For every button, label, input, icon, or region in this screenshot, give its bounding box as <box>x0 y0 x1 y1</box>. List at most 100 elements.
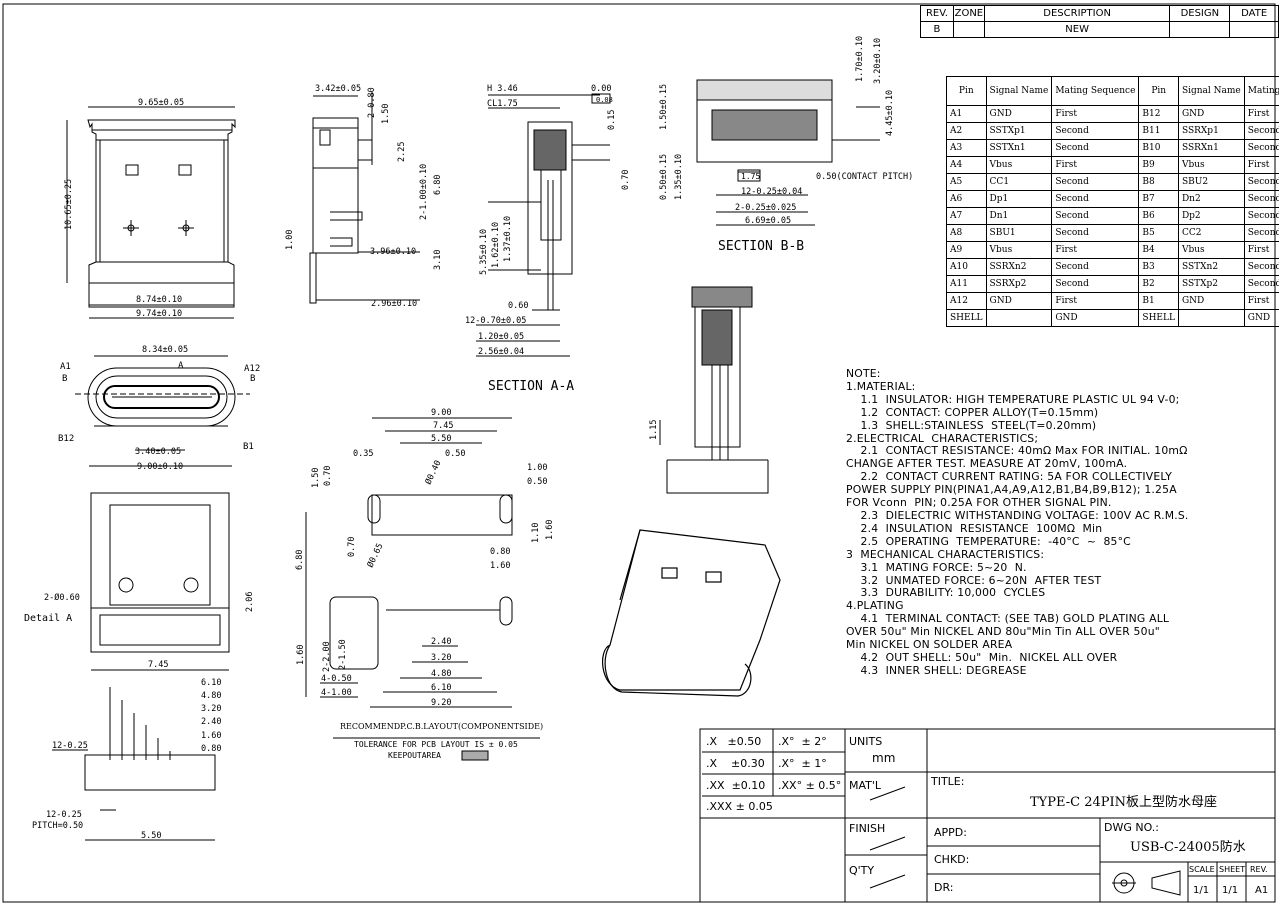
dim-aa-137: 1.37±0.10 <box>503 216 513 262</box>
tol-row-2: .X ±0.30 <box>706 757 765 770</box>
note-line: POWER SUPPLY PIN(PINA1,A4,A9,A12,B1,B4,B… <box>846 483 1177 497</box>
notes-block: NOTE:1.MATERIAL: 1.1 INSULATOR: HIGH TEM… <box>846 367 1191 678</box>
note-line: 3.1 MATING FORCE: 5~20 N. <box>846 560 1027 574</box>
tol-ang-2: .X° ± 1° <box>778 757 827 770</box>
dim-bb-170: 1.70±0.10 <box>855 36 865 82</box>
note-line: 3.2 UNMATED FORCE: 6~20N AFTER TEST <box>846 573 1102 587</box>
dim-pin-12025: 12-0.25 <box>52 741 88 751</box>
dim-pcb-550: 5.50 <box>431 434 451 444</box>
sheet-label: SHEET <box>1219 865 1246 874</box>
dim-face-340: 3.40±0.05 <box>135 447 181 457</box>
note-line: Min NICKEL ON SOLDER AREA <box>846 638 1013 652</box>
scale-value: 1/1 <box>1193 885 1210 896</box>
pin-table-cell: GND <box>1051 309 1140 327</box>
note-line: CHANGE AFTER TEST. MEASURE AT 20mV, 100m… <box>846 457 1128 471</box>
dim-pcb-160c: 1.60 <box>296 645 306 665</box>
dim-front-height: 10.65±0.25 <box>64 179 74 230</box>
pcb-tolerance: TOLERANCE FOR PCB LAYOUT IS ± 0.05 <box>354 740 518 749</box>
dim-pcb-050: 0.50 <box>445 449 465 459</box>
pin-col-header: Pin <box>946 76 987 106</box>
sheet-value: 1/1 <box>1222 885 1239 896</box>
title-block <box>699 728 1276 903</box>
section-bb-label: SECTION B-B <box>718 239 804 254</box>
dim-pcb-4100: 4-1.00 <box>321 688 352 698</box>
section-aa-view <box>476 94 610 357</box>
dim-pcb-2150: 2-1.50 <box>338 639 348 670</box>
dim-side-296: 2.96±0.10 <box>371 299 417 309</box>
bottom-view <box>90 492 230 671</box>
signal-col-header-b: Signal Name <box>1177 76 1245 106</box>
note-line: 2.1 CONTACT RESISTANCE: 40mΩ Max FOR INI… <box>846 444 1188 458</box>
tol-ang-3: .XX° ± 0.5° <box>778 779 842 792</box>
tol-ang-1: .X° ± 2° <box>778 735 827 748</box>
dim-aa-162: 1.62±0.10 <box>491 222 501 268</box>
dim-side-2100: 2-1.00±0.10 <box>419 164 429 220</box>
face-b12-label: B12 <box>58 434 74 444</box>
dim-side-225: 2.25 <box>397 142 407 162</box>
finish-label: FINISH <box>849 822 886 835</box>
revision-block: REV. ZONE DESCRIPTION DESIGN DATE B NEW <box>920 5 1279 38</box>
units-value: mm <box>872 751 896 765</box>
dim-bb-320: 3.20±0.10 <box>873 38 883 84</box>
dim-bb-2025: 2-0.25±0.025 <box>735 203 796 213</box>
dr-label: DR: <box>934 881 954 894</box>
keepout-label: KEEPOUTAREA <box>388 751 441 760</box>
dim-pin-550: 5.50 <box>141 831 161 841</box>
dim-pcb-680: 6.80 <box>295 550 305 570</box>
rev-label: REV. <box>1250 865 1268 874</box>
dim-pin-480: 4.80 <box>201 691 221 701</box>
dim-aa-060: 0.60 <box>508 301 528 311</box>
dim-pcb-320: 3.20 <box>431 653 451 663</box>
qty-label: Q'TY <box>849 864 875 877</box>
dim-pcb-920: 9.20 <box>431 698 451 708</box>
dim-pin-12025b: 12-0.25 <box>46 810 82 820</box>
dim-pcb-745: 7.45 <box>433 421 453 431</box>
rev-value: B <box>920 21 954 38</box>
title-label: TITLE: <box>931 775 965 788</box>
note-line: 3 MECHANICAL CHARACTERISTICS: <box>846 547 1045 561</box>
dim-bb-175: 1.75 <box>741 172 760 181</box>
dim-face-834: 8.34±0.05 <box>142 345 188 355</box>
dim-pcb-160b: 1.60 <box>490 561 510 571</box>
chkd-label: CHKD: <box>934 853 970 866</box>
dim-pcb-2200: 2-2.00 <box>322 641 332 672</box>
isometric-view <box>602 529 781 697</box>
tol-row-3: .XX ±0.10 <box>706 779 766 792</box>
note-line: 4.2 OUT SHELL: 50u" Min. NICKEL ALL OVER <box>846 650 1118 664</box>
dim-bb-669: 6.69±0.05 <box>745 216 791 226</box>
note-line: OVER 50u" Min NICKEL AND 80u"Min Tin ALL… <box>846 625 1160 639</box>
dim-aa-h: H 3.46 <box>487 84 518 94</box>
face-b-label: B <box>62 374 67 384</box>
dim-aa-070: 0.70 <box>621 170 631 190</box>
note-line: FOR Vconn PIN; 0.25A FOR OTHER SIGNAL PI… <box>846 496 1112 510</box>
dim-pcb-065: Ø0.65 <box>365 541 386 569</box>
dim-side-top: 3.42±0.05 <box>315 84 361 94</box>
note-line: 1.1 INSULATOR: HIGH TEMPERATURE PLASTIC … <box>846 392 1180 406</box>
face-b-label-2: B <box>250 374 255 384</box>
dim-pcb-160: 1.60 <box>545 520 555 540</box>
note-line: 4.1 TERMINAL CONTACT: (SEE TAB) GOLD PLA… <box>846 612 1170 626</box>
dim-bb-135: 1.35±0.10 <box>674 154 684 200</box>
note-line: 2.2 CONTACT CURRENT RATING: 5A FOR COLLE… <box>846 470 1172 484</box>
note-line: 2.3 DIELECTRIC WITHSTANDING VOLTAGE: 100… <box>846 508 1189 522</box>
note-line: 1.MATERIAL: <box>846 379 916 393</box>
dim-bot-206: 2.06 <box>245 592 255 612</box>
dim-side-310: 3.10 <box>433 250 443 270</box>
side-view <box>309 92 420 304</box>
section-bb-view <box>696 79 880 226</box>
dim-bb-150: 1.50±0.15 <box>659 84 669 130</box>
dim-bot-745: 7.45 <box>148 660 168 670</box>
dim-face-900: 9.00±0.10 <box>137 462 183 472</box>
units-label: UNITS <box>849 735 883 748</box>
note-line: 4.3 INNER SHELL: DEGREASE <box>846 663 1027 677</box>
face-a1-label: A1 <box>60 362 71 372</box>
mating-col-header: Mating Sequence <box>1051 76 1140 106</box>
note-line: 2.4 INSULATION RESISTANCE 100MΩ Min <box>846 521 1103 535</box>
dim-pin-320: 3.20 <box>201 704 221 714</box>
